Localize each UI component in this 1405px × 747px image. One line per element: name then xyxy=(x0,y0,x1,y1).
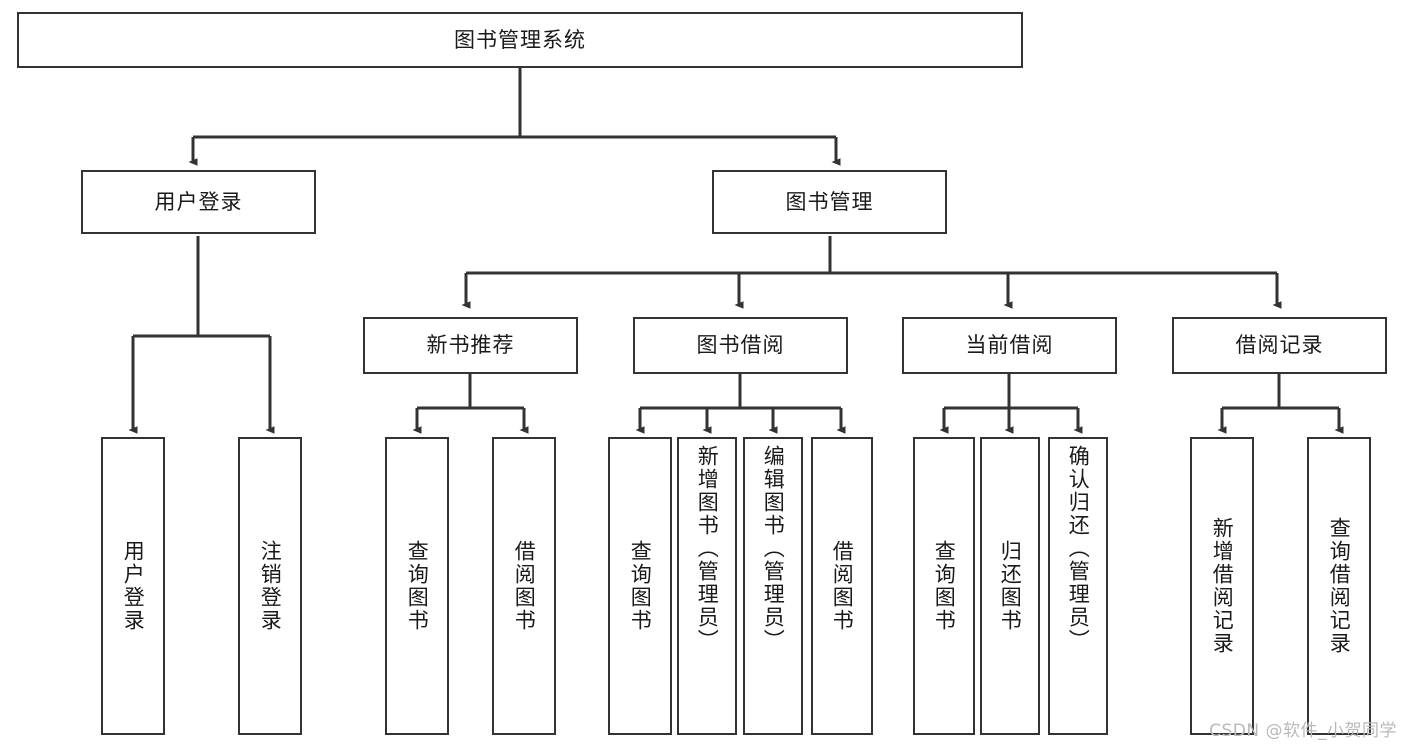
node-label: 新增图书（管理员） xyxy=(695,445,720,652)
node-book-borrow[interactable]: 图书借阅 xyxy=(633,317,848,374)
node-label: 用户登录 xyxy=(121,540,146,632)
node-label: 当前借阅 xyxy=(965,333,1054,358)
node-label: 借阅图书 xyxy=(830,540,855,632)
node-label: 确认归还（管理员） xyxy=(1066,445,1091,652)
leaf-query-borrow-record[interactable]: 查询借阅记录 xyxy=(1307,437,1371,735)
node-label: 注销登录 xyxy=(258,540,283,632)
node-user-login[interactable]: 用户登录 xyxy=(81,170,316,234)
node-book-management[interactable]: 图书管理 xyxy=(712,170,947,234)
node-label: 图书借阅 xyxy=(696,333,785,358)
node-root-book-management-system[interactable]: 图书管理系统 xyxy=(17,12,1023,68)
node-label: 查询借阅记录 xyxy=(1327,517,1352,655)
leaf-edit-book-admin[interactable]: 编辑图书（管理员） xyxy=(743,437,803,735)
leaf-add-borrow-record[interactable]: 新增借阅记录 xyxy=(1190,437,1254,735)
node-label: 用户登录 xyxy=(154,189,243,214)
node-new-book-recommend[interactable]: 新书推荐 xyxy=(363,317,578,374)
node-label: 借阅记录 xyxy=(1235,333,1324,358)
watermark-text: CSDN @软件_小贺同学 xyxy=(1209,721,1397,741)
node-label: 图书管理系统 xyxy=(454,27,586,52)
leaf-confirm-return-admin[interactable]: 确认归还（管理员） xyxy=(1048,437,1108,735)
leaf-borrow-book-recommend[interactable]: 借阅图书 xyxy=(492,437,556,735)
leaf-logout[interactable]: 注销登录 xyxy=(238,437,302,735)
node-label: 归还图书 xyxy=(998,540,1023,632)
leaf-return-book[interactable]: 归还图书 xyxy=(980,437,1040,735)
leaf-user-login[interactable]: 用户登录 xyxy=(101,437,165,735)
node-label: 新增借阅记录 xyxy=(1210,517,1235,655)
leaf-borrow-book[interactable]: 借阅图书 xyxy=(811,437,873,735)
leaf-add-book-admin[interactable]: 新增图书（管理员） xyxy=(677,437,737,735)
node-borrow-record[interactable]: 借阅记录 xyxy=(1172,317,1387,374)
node-label: 查询图书 xyxy=(628,540,653,632)
leaf-query-book-recommend[interactable]: 查询图书 xyxy=(385,437,449,735)
node-label: 查询图书 xyxy=(405,540,430,632)
node-label: 查询图书 xyxy=(932,540,957,632)
node-label: 编辑图书（管理员） xyxy=(761,445,786,652)
node-label: 图书管理 xyxy=(785,189,874,214)
leaf-query-book-current[interactable]: 查询图书 xyxy=(913,437,975,735)
node-current-borrow[interactable]: 当前借阅 xyxy=(902,317,1117,374)
leaf-query-book-borrow[interactable]: 查询图书 xyxy=(608,437,672,735)
node-label: 新书推荐 xyxy=(426,333,515,358)
node-label: 借阅图书 xyxy=(512,540,537,632)
